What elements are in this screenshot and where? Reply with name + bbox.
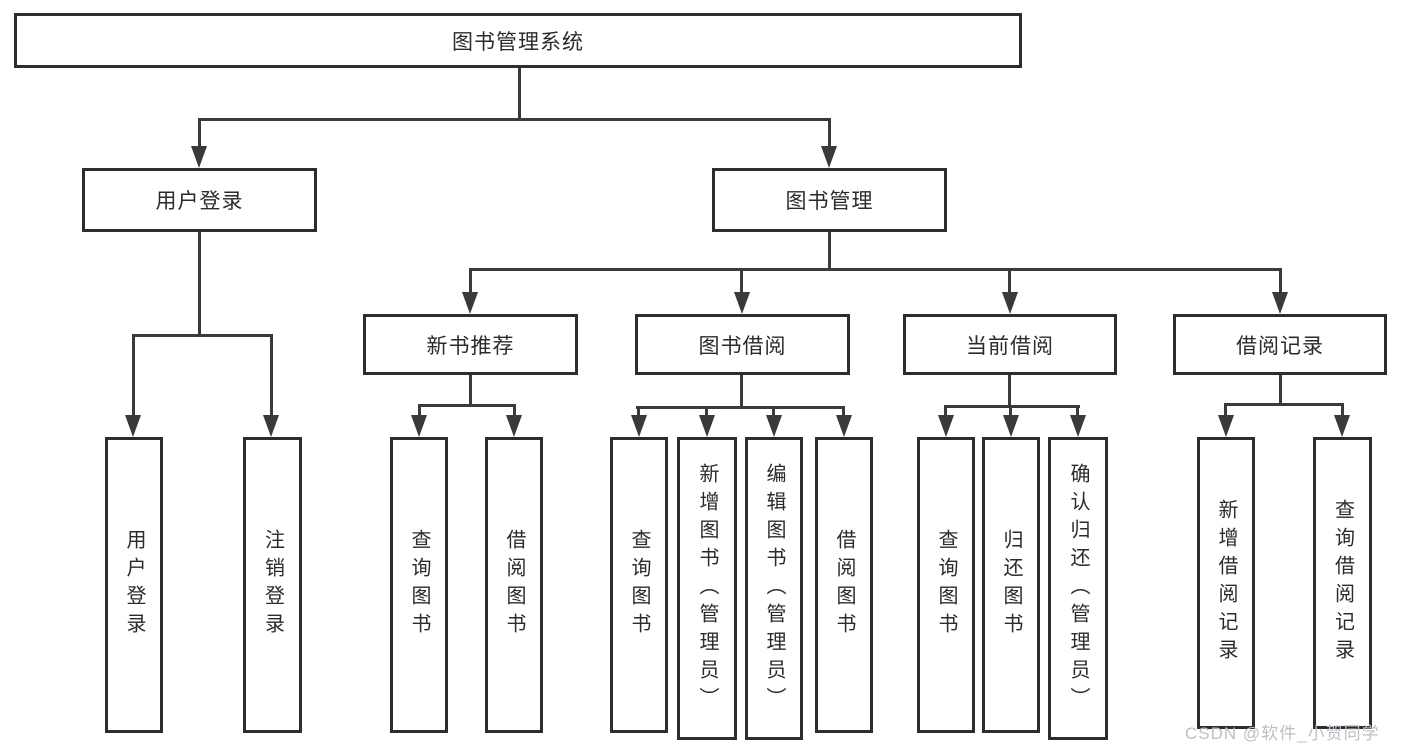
- arrow-down-icon: [734, 292, 750, 314]
- connector-drop: [270, 337, 273, 415]
- arrow-down-icon: [631, 415, 647, 437]
- connector-drop: [1224, 405, 1227, 415]
- connector-drop: [1341, 405, 1344, 415]
- connector-mgmt-stem: [828, 232, 831, 270]
- connector-userlogin-bus: [132, 334, 273, 337]
- leaf-query-borrow-record: 查询借阅记录: [1313, 437, 1372, 729]
- connector-drop: [705, 409, 708, 415]
- leaf-add-books-admin: 新增图书（管理员）: [677, 437, 737, 740]
- node-current-borrow: 当前借阅: [903, 314, 1117, 375]
- node-label: 查询图书: [628, 529, 650, 641]
- arrow-down-icon: [1272, 292, 1288, 314]
- connector-drop: [198, 121, 201, 146]
- leaf-add-borrow-record: 新增借阅记录: [1197, 437, 1255, 729]
- node-label: 借阅记录: [1236, 334, 1324, 358]
- arrow-down-icon: [1218, 415, 1234, 437]
- arrow-down-icon: [411, 415, 427, 437]
- connector-drop: [513, 407, 516, 415]
- arrow-down-icon: [938, 415, 954, 437]
- connector-records-stem: [1279, 375, 1282, 405]
- node-label: 编辑图书（管理员）: [763, 462, 785, 715]
- connector-drop: [469, 271, 472, 292]
- arrow-down-icon: [1002, 292, 1018, 314]
- leaf-user-login: 用户登录: [105, 437, 163, 733]
- connector-drop: [828, 121, 831, 146]
- connector-records-bus: [1224, 403, 1344, 406]
- arrow-down-icon: [1070, 415, 1086, 437]
- connector-drop: [418, 407, 421, 415]
- arrow-down-icon: [191, 146, 207, 168]
- node-book-borrow: 图书借阅: [635, 314, 850, 375]
- node-label: 确认归还（管理员）: [1067, 462, 1089, 715]
- leaf-current-query-books: 查询图书: [917, 437, 975, 733]
- node-label: 新增借阅记录: [1215, 499, 1237, 667]
- csdn-watermark: CSDN @软件_小贺同学: [1185, 724, 1380, 743]
- connector-recommend-stem: [469, 375, 472, 406]
- connector-userlogin-stem: [198, 232, 201, 336]
- node-label: 归还图书: [1000, 529, 1022, 641]
- connector-current-bus: [944, 405, 1080, 408]
- connector-borrow-stem: [740, 375, 743, 408]
- node-label: 查询图书: [408, 529, 430, 641]
- connector-level2-bus: [198, 118, 831, 121]
- node-label: 新增图书（管理员）: [696, 462, 718, 715]
- node-label: 借阅图书: [503, 529, 525, 641]
- arrow-down-icon: [1003, 415, 1019, 437]
- connector-drop: [842, 409, 845, 415]
- node-label: 图书借阅: [698, 334, 787, 358]
- leaf-edit-books-admin: 编辑图书（管理员）: [745, 437, 803, 740]
- leaf-confirm-return-admin: 确认归还（管理员）: [1048, 437, 1108, 740]
- leaf-return-books: 归还图书: [982, 437, 1040, 733]
- connector-drop: [772, 409, 775, 415]
- node-label: 用户登录: [155, 190, 244, 213]
- arrow-down-icon: [125, 415, 141, 437]
- arrow-down-icon: [1334, 415, 1350, 437]
- leaf-borrow-books: 借阅图书: [815, 437, 873, 733]
- connector-drop: [132, 337, 135, 415]
- node-label: 借阅图书: [833, 529, 855, 641]
- connector-drop: [1009, 407, 1012, 415]
- connector-root-stem: [518, 68, 521, 120]
- arrow-down-icon: [821, 146, 837, 168]
- node-label: 用户登录: [123, 529, 145, 641]
- leaf-logout: 注销登录: [243, 437, 302, 733]
- arrow-down-icon: [766, 415, 782, 437]
- leaf-recommend-borrow-books: 借阅图书: [485, 437, 543, 733]
- node-label: 查询图书: [935, 529, 957, 641]
- connector-current-stem: [1008, 375, 1011, 407]
- connector-drop: [637, 409, 640, 415]
- connector-borrow-bus: [636, 406, 845, 409]
- connector-drop: [944, 407, 947, 415]
- connector-drop: [1008, 271, 1011, 292]
- node-label: 图书管理: [785, 190, 874, 213]
- node-root: 图书管理系统: [14, 13, 1022, 68]
- connector-drop: [1076, 407, 1079, 415]
- node-new-book-recommend: 新书推荐: [363, 314, 578, 375]
- arrow-down-icon: [699, 415, 715, 437]
- arrow-down-icon: [836, 415, 852, 437]
- arrow-down-icon: [462, 292, 478, 314]
- arrow-down-icon: [506, 415, 522, 437]
- connector-drop: [740, 271, 743, 292]
- node-user-login: 用户登录: [82, 168, 317, 232]
- leaf-recommend-query-books: 查询图书: [390, 437, 448, 733]
- connector-level3-bus: [469, 268, 1282, 271]
- connector-drop: [1279, 271, 1282, 292]
- node-label: 新书推荐: [426, 334, 515, 358]
- node-label: 注销登录: [261, 529, 284, 641]
- node-label: 当前借阅: [966, 334, 1054, 358]
- node-label: 查询借阅记录: [1331, 499, 1354, 667]
- arrow-down-icon: [263, 415, 279, 437]
- node-book-management: 图书管理: [712, 168, 947, 232]
- leaf-borrow-query-books: 查询图书: [610, 437, 668, 733]
- node-label: 图书管理系统: [452, 30, 584, 54]
- connector-recommend-bus: [418, 404, 516, 407]
- node-borrow-records: 借阅记录: [1173, 314, 1387, 375]
